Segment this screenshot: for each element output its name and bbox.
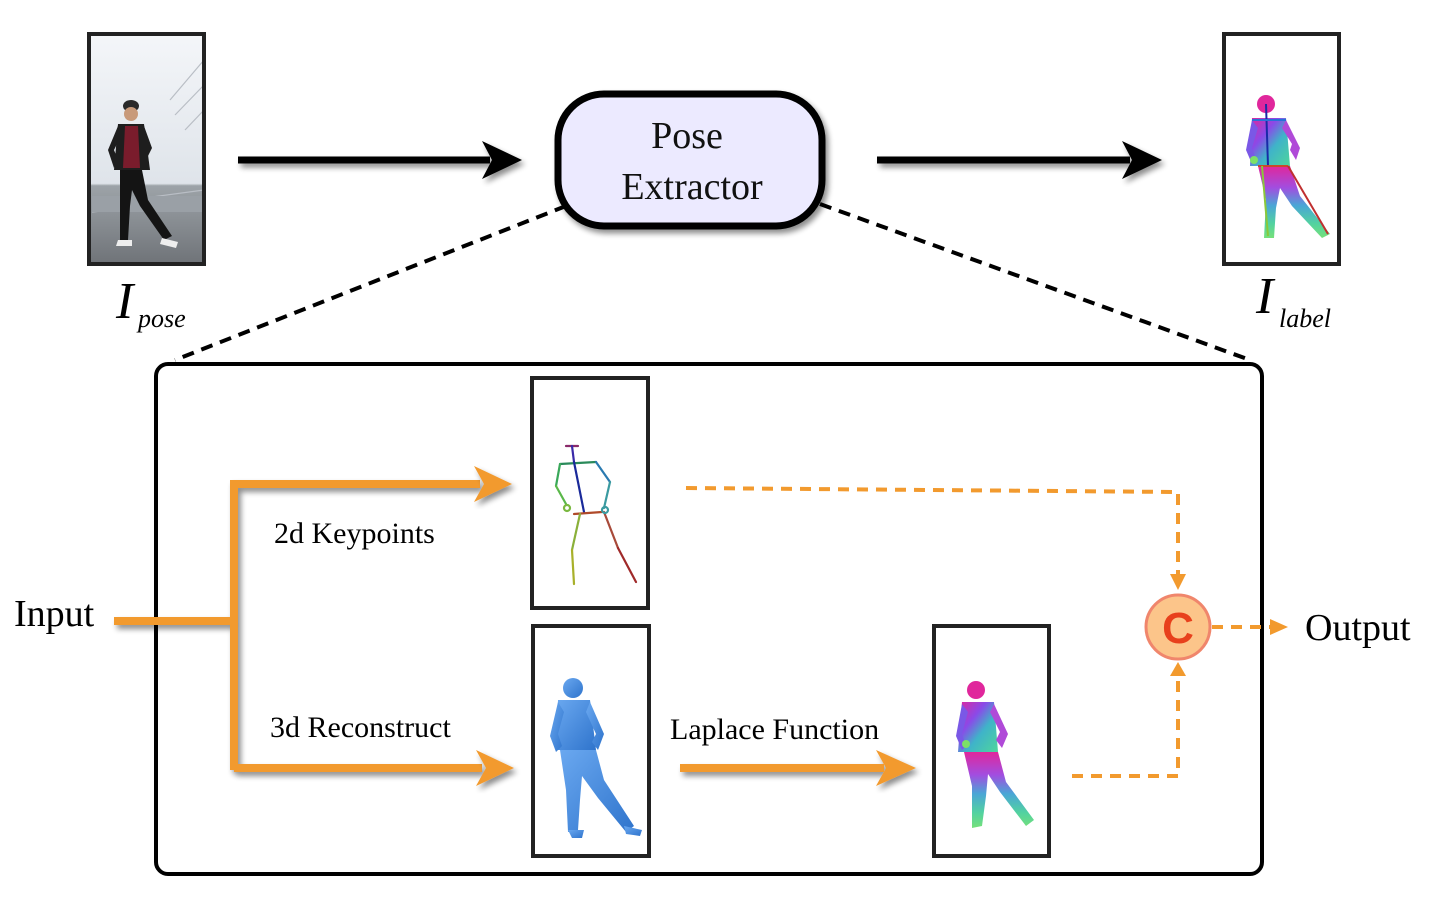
output-symbol: I	[1255, 268, 1276, 325]
zoom-lines	[174, 202, 1251, 362]
arrowhead-to-output	[1270, 619, 1288, 635]
input-label-group: I pose	[115, 273, 186, 333]
pose-extractor-box	[554, 90, 826, 230]
mesh-figure	[550, 678, 642, 838]
input-branch-connector	[114, 480, 482, 772]
arrow-laplace	[680, 750, 916, 786]
detail-panel	[154, 362, 1264, 876]
input-subscript: pose	[136, 304, 186, 333]
pose-extractor-title-line1: Pose	[651, 115, 723, 157]
input-text: Input	[14, 593, 95, 635]
arrow-to-keypoints	[474, 466, 512, 502]
output-label-group: I label	[1255, 268, 1331, 333]
arrow-input-to-extractor	[238, 141, 522, 179]
keypoints-label: 2d Keypoints	[274, 517, 435, 550]
output-subscript: label	[1279, 304, 1331, 333]
pose-extractor-title-line2: Extractor	[621, 166, 763, 208]
concat-symbol: C	[1162, 604, 1194, 653]
reconstruct-label: 3d Reconstruct	[270, 711, 451, 744]
input-symbol: I	[115, 273, 136, 330]
laplace-panel	[932, 624, 1051, 858]
dancer-figure	[108, 100, 178, 248]
arrowhead-bottom-to-concat	[1170, 662, 1186, 676]
arrowhead-top-to-concat	[1170, 574, 1186, 590]
dashed-paths-to-concat	[685, 486, 1272, 778]
concat-node: C	[1144, 593, 1212, 661]
laplace-label: Laplace Function	[670, 713, 879, 746]
label-figure	[1246, 95, 1330, 238]
arrow-to-reconstruct	[476, 750, 514, 786]
arrow-extractor-to-output	[877, 141, 1162, 179]
reconstruct-panel	[531, 624, 651, 858]
input-photo-panel	[87, 32, 206, 266]
laplace-figure	[956, 681, 1034, 828]
output-text: Output	[1305, 607, 1411, 649]
output-label-panel	[1222, 32, 1341, 266]
skeleton-figure	[554, 444, 638, 586]
keypoints-panel	[530, 376, 650, 610]
